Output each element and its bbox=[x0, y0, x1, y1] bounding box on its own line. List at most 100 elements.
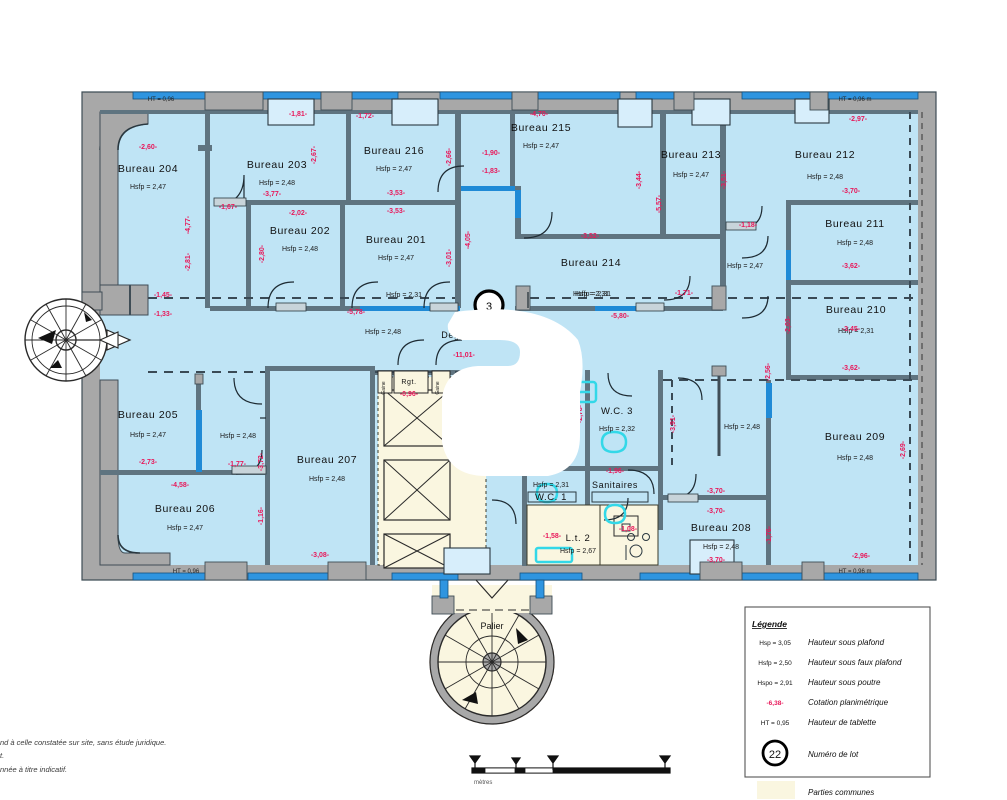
room-height-bureau-204: Hsfp = 2,47 bbox=[130, 184, 166, 191]
fixture-details bbox=[527, 491, 650, 560]
room-height-bureau-209: Hsfp = 2,48 bbox=[837, 455, 873, 462]
room-height-bureau-202: Hsfp = 2,48 bbox=[282, 246, 318, 253]
legend-description: Hauteur sous plafond bbox=[808, 638, 885, 647]
dimension-label: -3,45- bbox=[842, 326, 861, 333]
door-thresholds bbox=[213, 197, 757, 503]
tablette-height-marker: HT = 0,96 bbox=[148, 97, 175, 103]
dimension-label: -2,73- bbox=[139, 459, 158, 466]
dimension-label: -5,80- bbox=[611, 313, 630, 320]
dimension-label: -3,62- bbox=[842, 365, 861, 372]
legend-key: -6,38- bbox=[767, 700, 784, 707]
service-label-l-t-2: L.t. 2 bbox=[566, 533, 591, 544]
dimension-label: -3,52- bbox=[581, 233, 600, 240]
height-note: Hsfp = 2,47 bbox=[727, 263, 763, 270]
dimension-label: -1,45- bbox=[154, 292, 173, 299]
svg-text:Gaine: Gaine bbox=[381, 381, 387, 395]
room-label-bureau-213: Bureau 213 bbox=[661, 149, 721, 161]
door-swings bbox=[213, 165, 769, 525]
room-height-bureau-203: Hsfp = 2,48 bbox=[259, 180, 295, 187]
room-height-bureau-205: Hsfp = 2,47 bbox=[130, 432, 166, 439]
service-label-rgt: Rgt. bbox=[401, 379, 416, 386]
service-label-w-c-1: W.C. 1 bbox=[535, 492, 567, 503]
dimension-label: -3,44- bbox=[636, 170, 643, 189]
room-label-bureau-202: Bureau 202 bbox=[270, 225, 330, 237]
dimension-label: -3,51- bbox=[721, 170, 728, 189]
dimension-label: -2,56- bbox=[765, 362, 772, 381]
dimension-label: -3,53- bbox=[387, 190, 406, 197]
legend-description: Cotation planimétrique bbox=[808, 698, 889, 707]
dimension-label: -4,05- bbox=[465, 230, 472, 249]
dimension-label: -3,70- bbox=[842, 188, 861, 195]
room-height-bureau-210: Hsfp = 2,31 bbox=[838, 328, 874, 335]
dimension-label: -5,57- bbox=[656, 194, 663, 213]
legend-key: Hsfp = 2,50 bbox=[758, 660, 792, 667]
dimension-label: -3,91- bbox=[670, 414, 677, 433]
dimension-label: -1,67- bbox=[219, 204, 238, 211]
height-note: Hsfp = 2,48 bbox=[220, 433, 256, 440]
dimension-label: -2,66- bbox=[446, 147, 453, 166]
room-height-bureau-213: Hsfp = 2,47 bbox=[673, 172, 709, 179]
room-label-bureau-211: Bureau 211 bbox=[825, 218, 885, 230]
dimension-label: -1,83- bbox=[482, 168, 501, 175]
service-label-sanitaires: Sanitaires bbox=[592, 480, 638, 490]
dimension-label: -0,96- bbox=[400, 391, 419, 398]
lower-left-corner bbox=[99, 379, 171, 566]
legend-key: Hsp = 3,05 bbox=[759, 640, 791, 647]
service-height-w-c-1: Hsfp = 2,31 bbox=[533, 482, 569, 489]
white-overlay-mask bbox=[442, 309, 583, 476]
room-height-bureau-201: Hsfp = 2,47 bbox=[378, 255, 414, 262]
service-height-w-c-3: Hsfp = 2,32 bbox=[599, 426, 635, 433]
room-height-bureau-215: Hsfp = 2,47 bbox=[523, 143, 559, 150]
dimension-label: -3,72- bbox=[258, 452, 265, 471]
dimension-label: -3,53- bbox=[387, 208, 406, 215]
palier-label: Palier bbox=[480, 621, 503, 631]
dimension-label: -2,81- bbox=[185, 252, 192, 271]
room-height-bureau-216: Hsfp = 2,47 bbox=[376, 166, 412, 173]
dimension-label: -3,77- bbox=[263, 191, 282, 198]
footnotes-group: nd à celle constatée sur site, sans étud… bbox=[0, 738, 166, 774]
dimension-label: -1,16- bbox=[258, 506, 265, 525]
dimension-label: -1,96- bbox=[606, 468, 625, 475]
tablette-height-marker: HT = 0,96 bbox=[173, 569, 200, 575]
structural-stubs bbox=[194, 365, 727, 456]
scale-bar: mètres bbox=[468, 755, 672, 786]
height-note: Hsfp = 2,48 bbox=[365, 329, 401, 336]
dimension-label: -3,62- bbox=[842, 263, 861, 270]
room-label-bureau-205: Bureau 205 bbox=[118, 409, 178, 421]
legend-lot-circle bbox=[761, 739, 789, 767]
legend-description: Hauteur sous poutre bbox=[808, 678, 881, 687]
room-label-bureau-208: Bureau 208 bbox=[691, 522, 751, 534]
room-height-bureau-212: Hsfp = 2,48 bbox=[807, 174, 843, 181]
dimension-label: -4,58- bbox=[171, 482, 190, 489]
dimension-label: -1,77- bbox=[228, 461, 247, 468]
footnote-line-3: nnée à titre indicatif. bbox=[0, 765, 67, 774]
spiral-staircase-left bbox=[24, 298, 132, 382]
legend-title: Légende bbox=[752, 619, 787, 629]
svg-text:Gaine: Gaine bbox=[435, 381, 441, 395]
height-note: Hsfp = 2,31 bbox=[575, 291, 611, 298]
room-height-bureau-214: Hsfp = 2,31 bbox=[573, 291, 609, 298]
room-label-bureau-214: Bureau 214 bbox=[561, 257, 621, 269]
level-marker-number: 3 bbox=[486, 301, 492, 313]
palier-staircase: Palier bbox=[429, 579, 555, 725]
dimension-label: -2,69- bbox=[900, 440, 907, 459]
room-label-bureau-207: Bureau 207 bbox=[297, 454, 357, 466]
room-height-bureau-211: Hsfp = 2,48 bbox=[837, 240, 873, 247]
room-height-bureau-207: Hsfp = 2,48 bbox=[309, 476, 345, 483]
dimension-label: -2,80- bbox=[259, 244, 266, 263]
dimension-label: -3,08- bbox=[311, 552, 330, 559]
dimension-labels-group: -2,60--1,81--1,72--4,70--2,97--3,77--1,6… bbox=[139, 111, 907, 564]
room-height-bureau-206: Hsfp = 2,47 bbox=[167, 525, 203, 532]
room-label-bureau-216: Bureau 216 bbox=[364, 145, 424, 157]
room-label-bureau-201: Bureau 201 bbox=[366, 234, 426, 246]
dimension-label: -2,02- bbox=[289, 210, 308, 217]
scale-bar-label: mètres bbox=[474, 780, 492, 786]
footnote-line-1: nd à celle constatée sur site, sans étud… bbox=[0, 738, 166, 747]
footnote-line-2: t. bbox=[0, 751, 4, 760]
dimension-label: -1,72- bbox=[356, 113, 375, 120]
